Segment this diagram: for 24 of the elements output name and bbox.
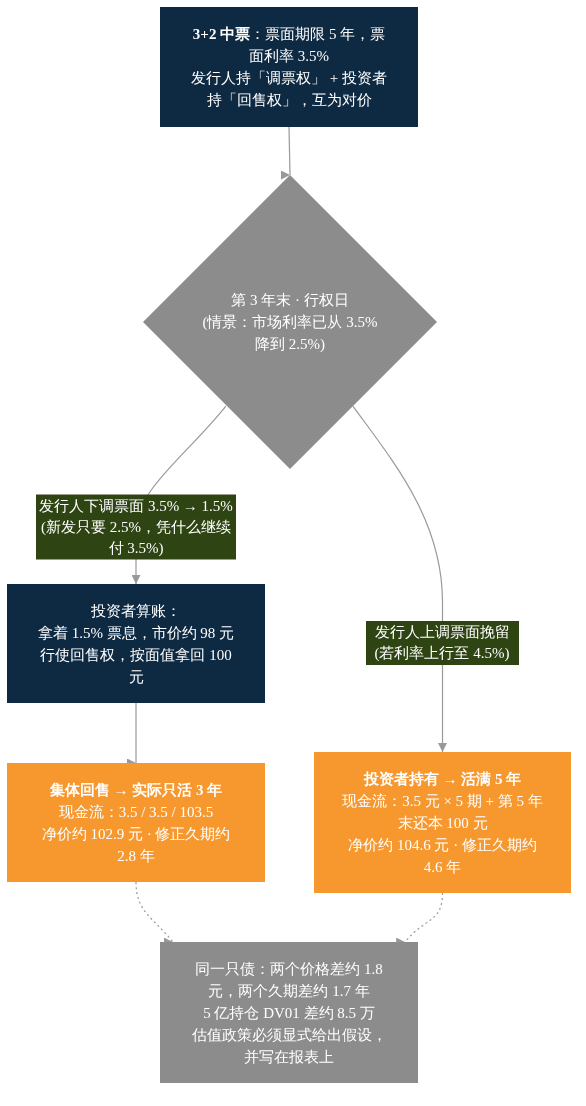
body-text: 5 亿持仓 DV01 差约 8.5 万 — [203, 1003, 375, 1023]
edge-label: 发行人下调票面 3.5% → 1.5% (新发只要 2.5%，凭什么继续付 3.5%) — [36, 494, 236, 560]
heading-text: 集体回售 → 实际只活 3 年 — [49, 780, 223, 800]
body-text: (情景：市场利率已从 3.5% 降到 2.5%) — [201, 313, 379, 354]
body-text: 拿着 1.5% 票息，市价约 98 元 — [37, 623, 235, 643]
body-text: 估值政策必须显式给出假设，并写在报表上 — [190, 1025, 388, 1067]
body-text: 现金流：3.5 / 3.5 / 103.5 — [58, 802, 214, 822]
outcome-box — [314, 752, 571, 893]
arrow — [135, 881, 174, 943]
body-text: 现金流：3.5 元 × 5 期 + 第 5 年末还本 100 元 — [342, 791, 543, 833]
body-text: 发行人持「调票权」 + 投资者持「回售权」，互为对价 — [190, 69, 388, 110]
process-box — [160, 7, 418, 127]
body-text: 第 3 年末 · 行权日 — [231, 291, 349, 310]
body-text: 净价约 102.9 元 · 修正久期约 2.8 年 — [40, 824, 232, 866]
outcome-box — [7, 763, 265, 882]
body-text: 投资者算账： — [91, 601, 181, 621]
body-text: 3+2 中票：票面期限 5 年，票面利率 3.5% — [191, 25, 387, 66]
heading-text: 投资者持有 → 活满 5 年 — [363, 769, 522, 789]
process-box — [7, 584, 265, 703]
edge-label: 发行人上调票面挽留 (若利率上行至 4.5%) — [365, 621, 519, 665]
note-box — [160, 942, 418, 1083]
body-text: 净价约 104.6 元 · 修正久期约 4.6 年 — [347, 835, 538, 877]
body-text: 行使回售权，按面值拿回 100 元 — [39, 645, 233, 687]
body-text: 同一只债：两个价格差约 1.8 元，两个久期差约 1.7 年 — [194, 959, 384, 1001]
